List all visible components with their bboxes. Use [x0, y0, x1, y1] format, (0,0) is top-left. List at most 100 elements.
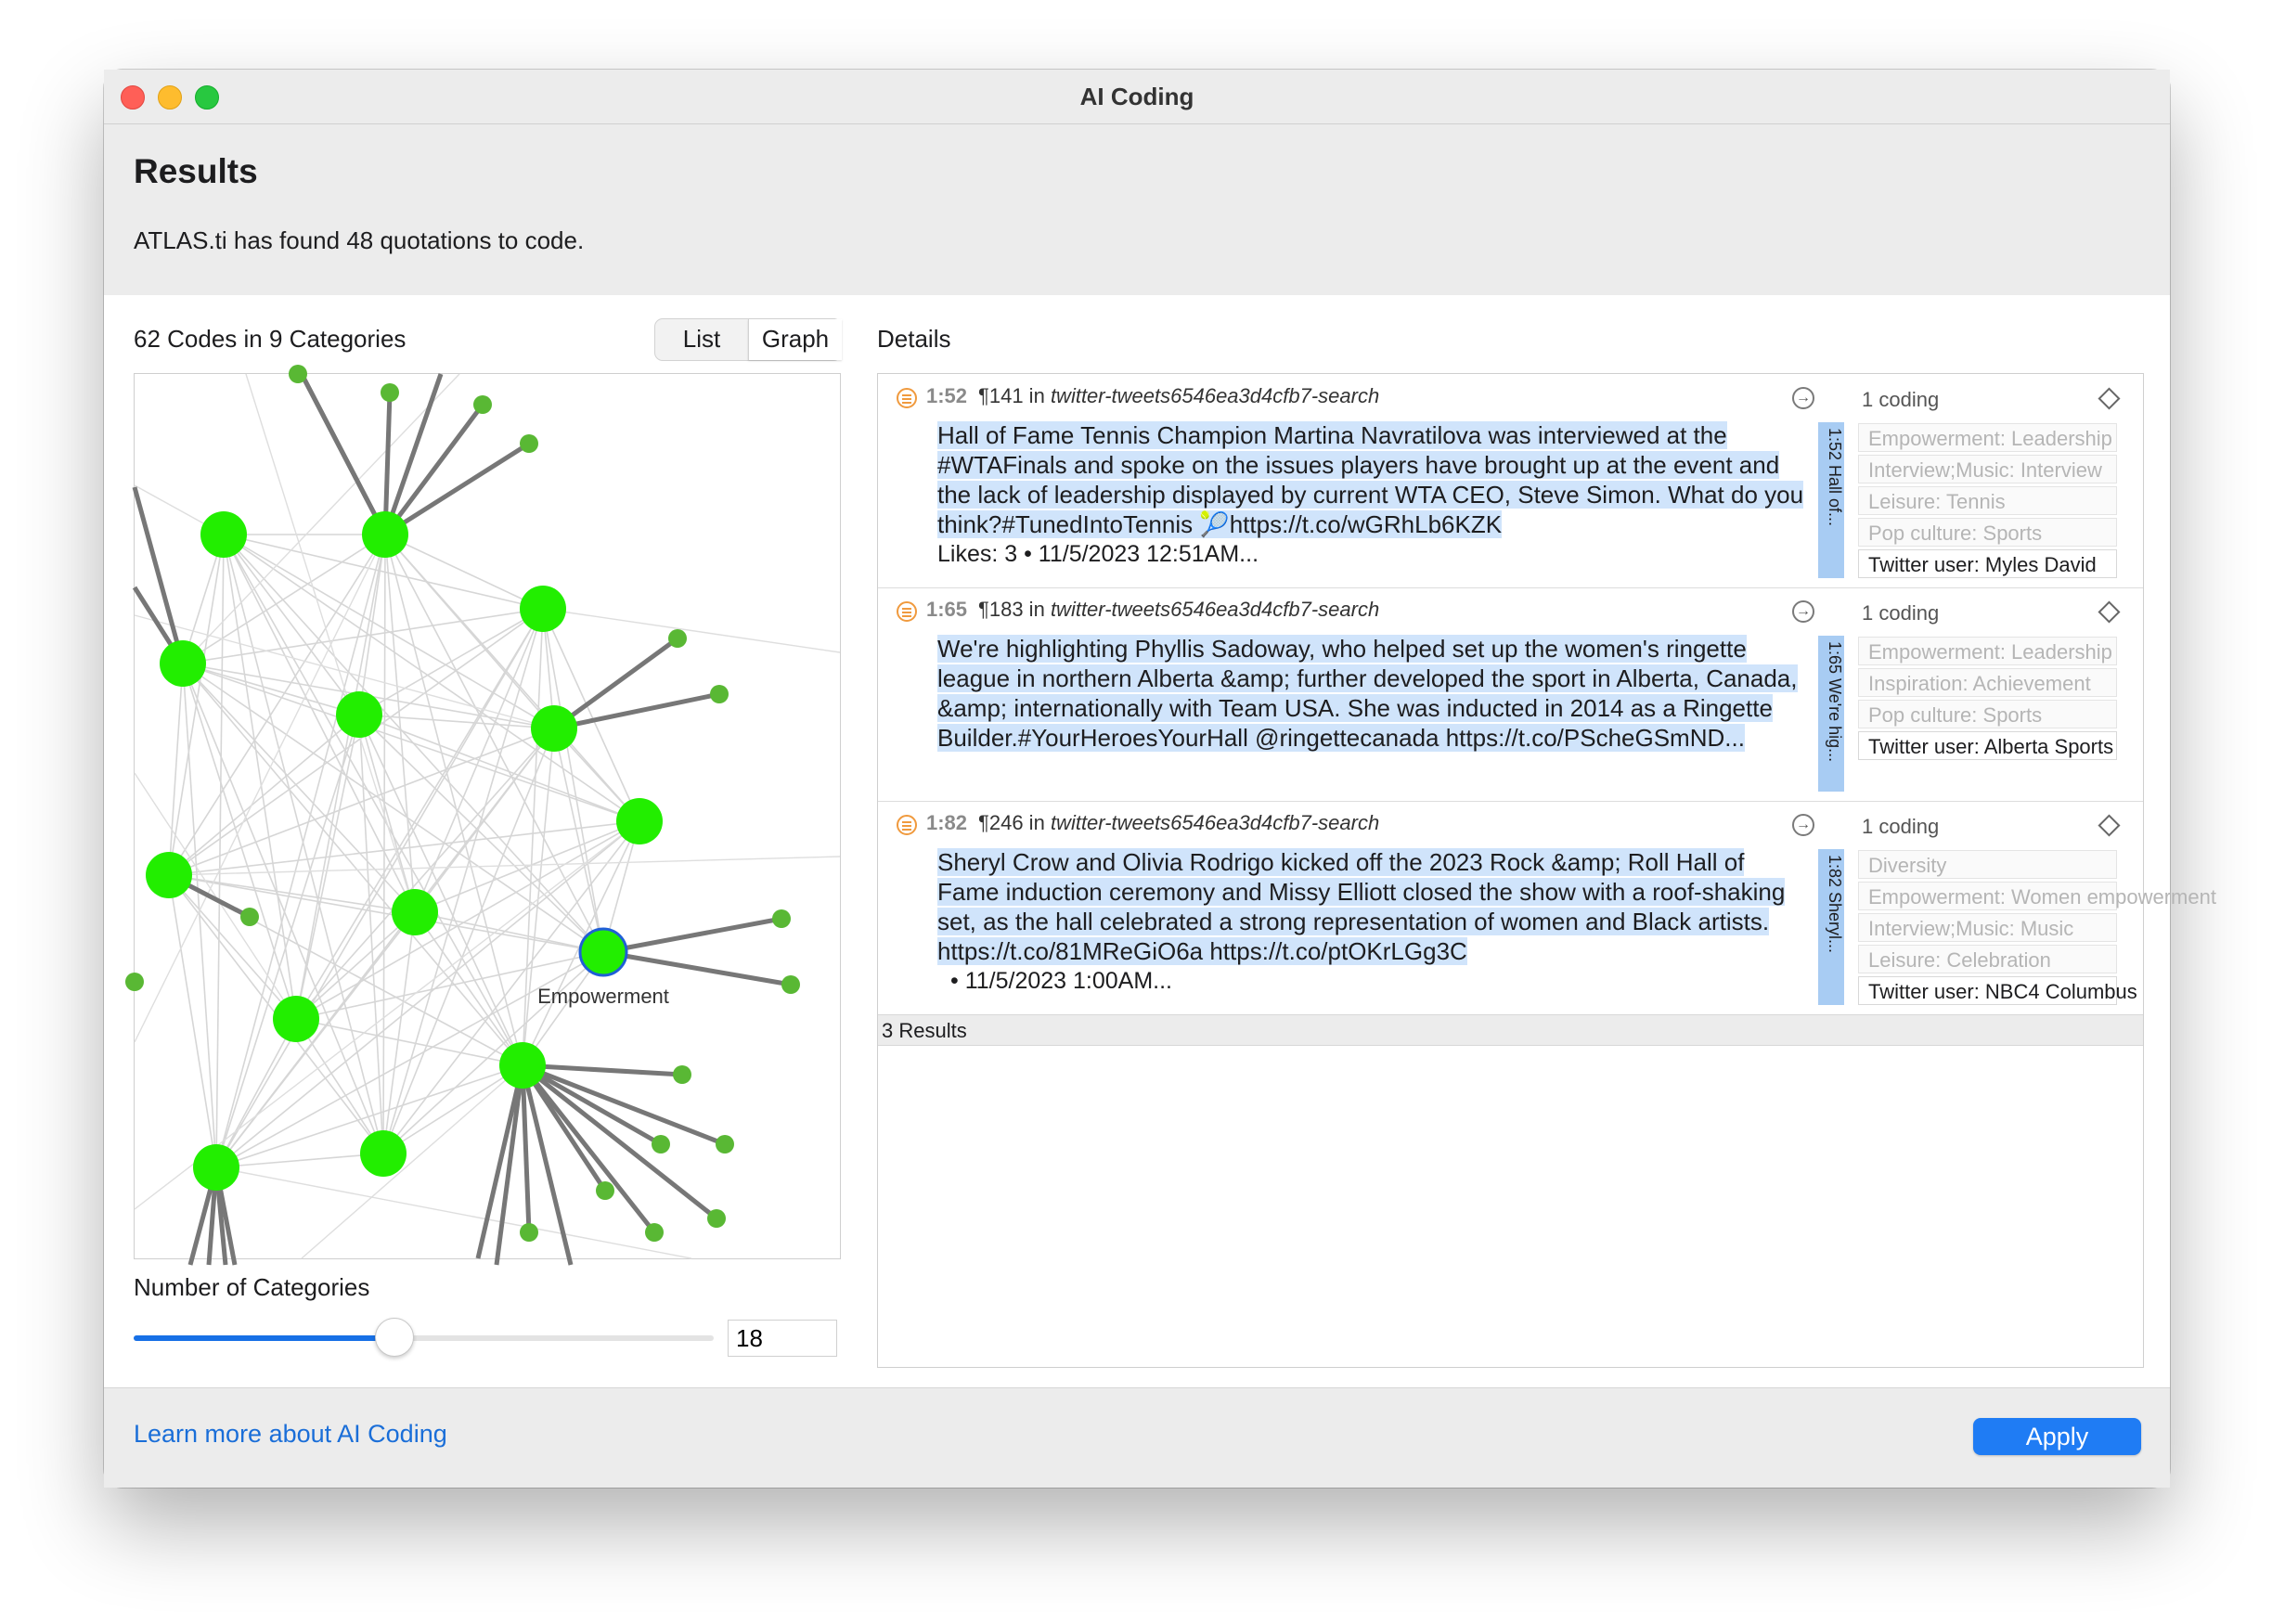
number-of-categories-label: Number of Categories [134, 1273, 370, 1301]
learn-more-link[interactable]: Learn more about AI Coding [134, 1420, 447, 1448]
quotation-footer: Likes: 3 • 11/5/2023 12:51AM... [937, 541, 1259, 567]
categories-value-field[interactable] [728, 1320, 837, 1357]
results-title: Results [134, 152, 258, 190]
graph-spoke [494, 1064, 525, 1266]
leaf-node [520, 434, 538, 453]
code-diamond-icon[interactable] [2098, 387, 2121, 410]
quotation-margin-bar[interactable]: 1:82 Sheryl... [1818, 849, 1844, 1005]
graph-link [215, 911, 416, 1168]
close-button[interactable] [121, 85, 145, 110]
code-chip-active[interactable]: Twitter user: Myles David [1858, 549, 2117, 578]
graph-spoke [475, 1064, 525, 1259]
graph-link [134, 614, 555, 729]
graph-link [134, 772, 297, 1020]
details-panel: 1:52 ¶141 in twitter-tweets6546ea3d4cfb7-… [877, 373, 2216, 1368]
graph-link [522, 608, 544, 1066]
code-chip[interactable]: Leisure: Celebration [1858, 945, 2117, 973]
graph-link [168, 874, 416, 913]
leaf-node [289, 365, 307, 383]
graph-link [215, 534, 386, 1168]
window-title: AI Coding [1079, 83, 1194, 110]
graph-link [223, 534, 360, 715]
empowerment-node [578, 927, 628, 977]
result-row[interactable]: 1:82¶246 in twitter-tweets6546ea3d4cfb7-… [878, 801, 2216, 1015]
graph-spoke [521, 1063, 656, 1234]
code-chip[interactable]: Pop culture: Sports [1858, 700, 2117, 728]
paragraph-ref: ¶183 in [978, 598, 1045, 621]
code-diamond-icon[interactable] [2098, 600, 2121, 624]
graph-link [215, 534, 225, 1168]
graph-link [223, 534, 544, 610]
quotation-margin-bar[interactable]: 1:65 We're hig... [1818, 636, 1844, 792]
found-quotations-text: ATLAS.ti has found 48 quotations to code… [134, 226, 585, 254]
quotation-id: 1:52 [926, 384, 968, 407]
code-graph-canvas[interactable] [125, 365, 841, 1266]
graph-link [384, 534, 523, 1066]
graph-link [215, 608, 544, 1168]
view-toggle: List Graph [654, 318, 842, 361]
empowerment-node-label: Empowerment [537, 985, 669, 1008]
graph-view-button[interactable]: Graph [748, 319, 842, 360]
code-chip[interactable]: Empowerment: Leadership [1858, 637, 2117, 665]
code-chip[interactable]: Pop culture: Sports [1858, 518, 2117, 547]
code-chip[interactable]: Interview;Music: Interview [1858, 455, 2117, 483]
code-chip-active[interactable]: Twitter user: NBC4 Columbus [1858, 976, 2137, 1005]
code-chip[interactable]: Inspiration: Achievement [1858, 668, 2117, 697]
paragraph-ref: ¶141 in [978, 384, 1045, 407]
zoom-button[interactable] [195, 85, 219, 110]
code-node [146, 852, 192, 898]
code-diamond-icon[interactable] [2098, 814, 2121, 837]
result-row[interactable]: 1:65¶183 in twitter-tweets6546ea3d4cfb7-… [878, 587, 2143, 802]
graph-spoke [383, 403, 484, 536]
code-node [362, 511, 408, 558]
graph-link [358, 714, 555, 729]
code-graph[interactable]: Empowerment [125, 365, 841, 1266]
ai-coding-window: AI Coding Results ATLAS.ti has found 48 … [104, 70, 2216, 1488]
code-chip[interactable]: Empowerment: Women empowerment [1858, 882, 2216, 910]
graph-link [382, 608, 544, 1154]
code-chip-active[interactable]: Twitter user: Alberta Sports [1858, 731, 2117, 760]
leaf-node [710, 685, 729, 703]
list-view-button[interactable]: List [682, 325, 721, 353]
go-to-quotation-icon[interactable]: → [1792, 387, 1814, 409]
graph-link [182, 534, 386, 664]
graph-link [542, 608, 640, 822]
graph-link [182, 663, 416, 913]
code-chip[interactable]: Empowerment: Leadership [1858, 423, 2117, 452]
graph-spoke [382, 373, 444, 535]
code-node [616, 798, 663, 844]
graph-link [182, 663, 297, 1020]
graph-link [182, 663, 523, 1066]
minimize-button[interactable] [158, 85, 182, 110]
quotation-text-content: Hall of Fame Tennis Champion Martina Nav… [937, 421, 1804, 538]
graph-link [295, 1018, 384, 1154]
code-node [193, 1144, 239, 1191]
graph-link [358, 714, 640, 822]
quotation-text: Sheryl Crow and Olivia Rodrigo kicked of… [937, 847, 1810, 966]
graph-link [223, 534, 384, 1154]
code-chip[interactable]: Leisure: Tennis [1858, 486, 2117, 515]
leaf-node [473, 395, 492, 414]
coding-count: 1 coding [1862, 388, 1940, 411]
document-name: twitter-tweets6546ea3d4cfb7-search [1050, 598, 1380, 621]
categories-slider[interactable] [134, 1318, 714, 1359]
go-to-quotation-icon[interactable]: → [1792, 814, 1814, 836]
graph-link [553, 728, 604, 953]
graph-link [215, 951, 604, 1168]
code-chip[interactable]: Interview;Music: Music [1858, 913, 2117, 942]
quotation-margin-bar[interactable]: 1:52 Hall of... [1818, 422, 1844, 578]
leaf-node [673, 1065, 691, 1084]
quotation-text-content: We're highlighting Phyllis Sadoway, who … [937, 635, 1798, 752]
graph-spoke [602, 916, 782, 955]
code-chip[interactable]: Diversity [1858, 850, 2117, 879]
slider-knob[interactable] [375, 1318, 415, 1357]
document-name: twitter-tweets6546ea3d4cfb7-search [1050, 384, 1380, 407]
coding-count: 1 coding [1862, 601, 1940, 625]
leaf-node [707, 1209, 726, 1228]
graph-spoke [552, 636, 679, 731]
result-row[interactable]: 1:52 ¶141 in twitter-tweets6546ea3d4cfb7-… [878, 374, 2143, 588]
leaf-node [125, 973, 144, 991]
apply-button[interactable]: Apply [1973, 1418, 2141, 1455]
leaf-node [668, 629, 687, 648]
go-to-quotation-icon[interactable]: → [1792, 600, 1814, 623]
